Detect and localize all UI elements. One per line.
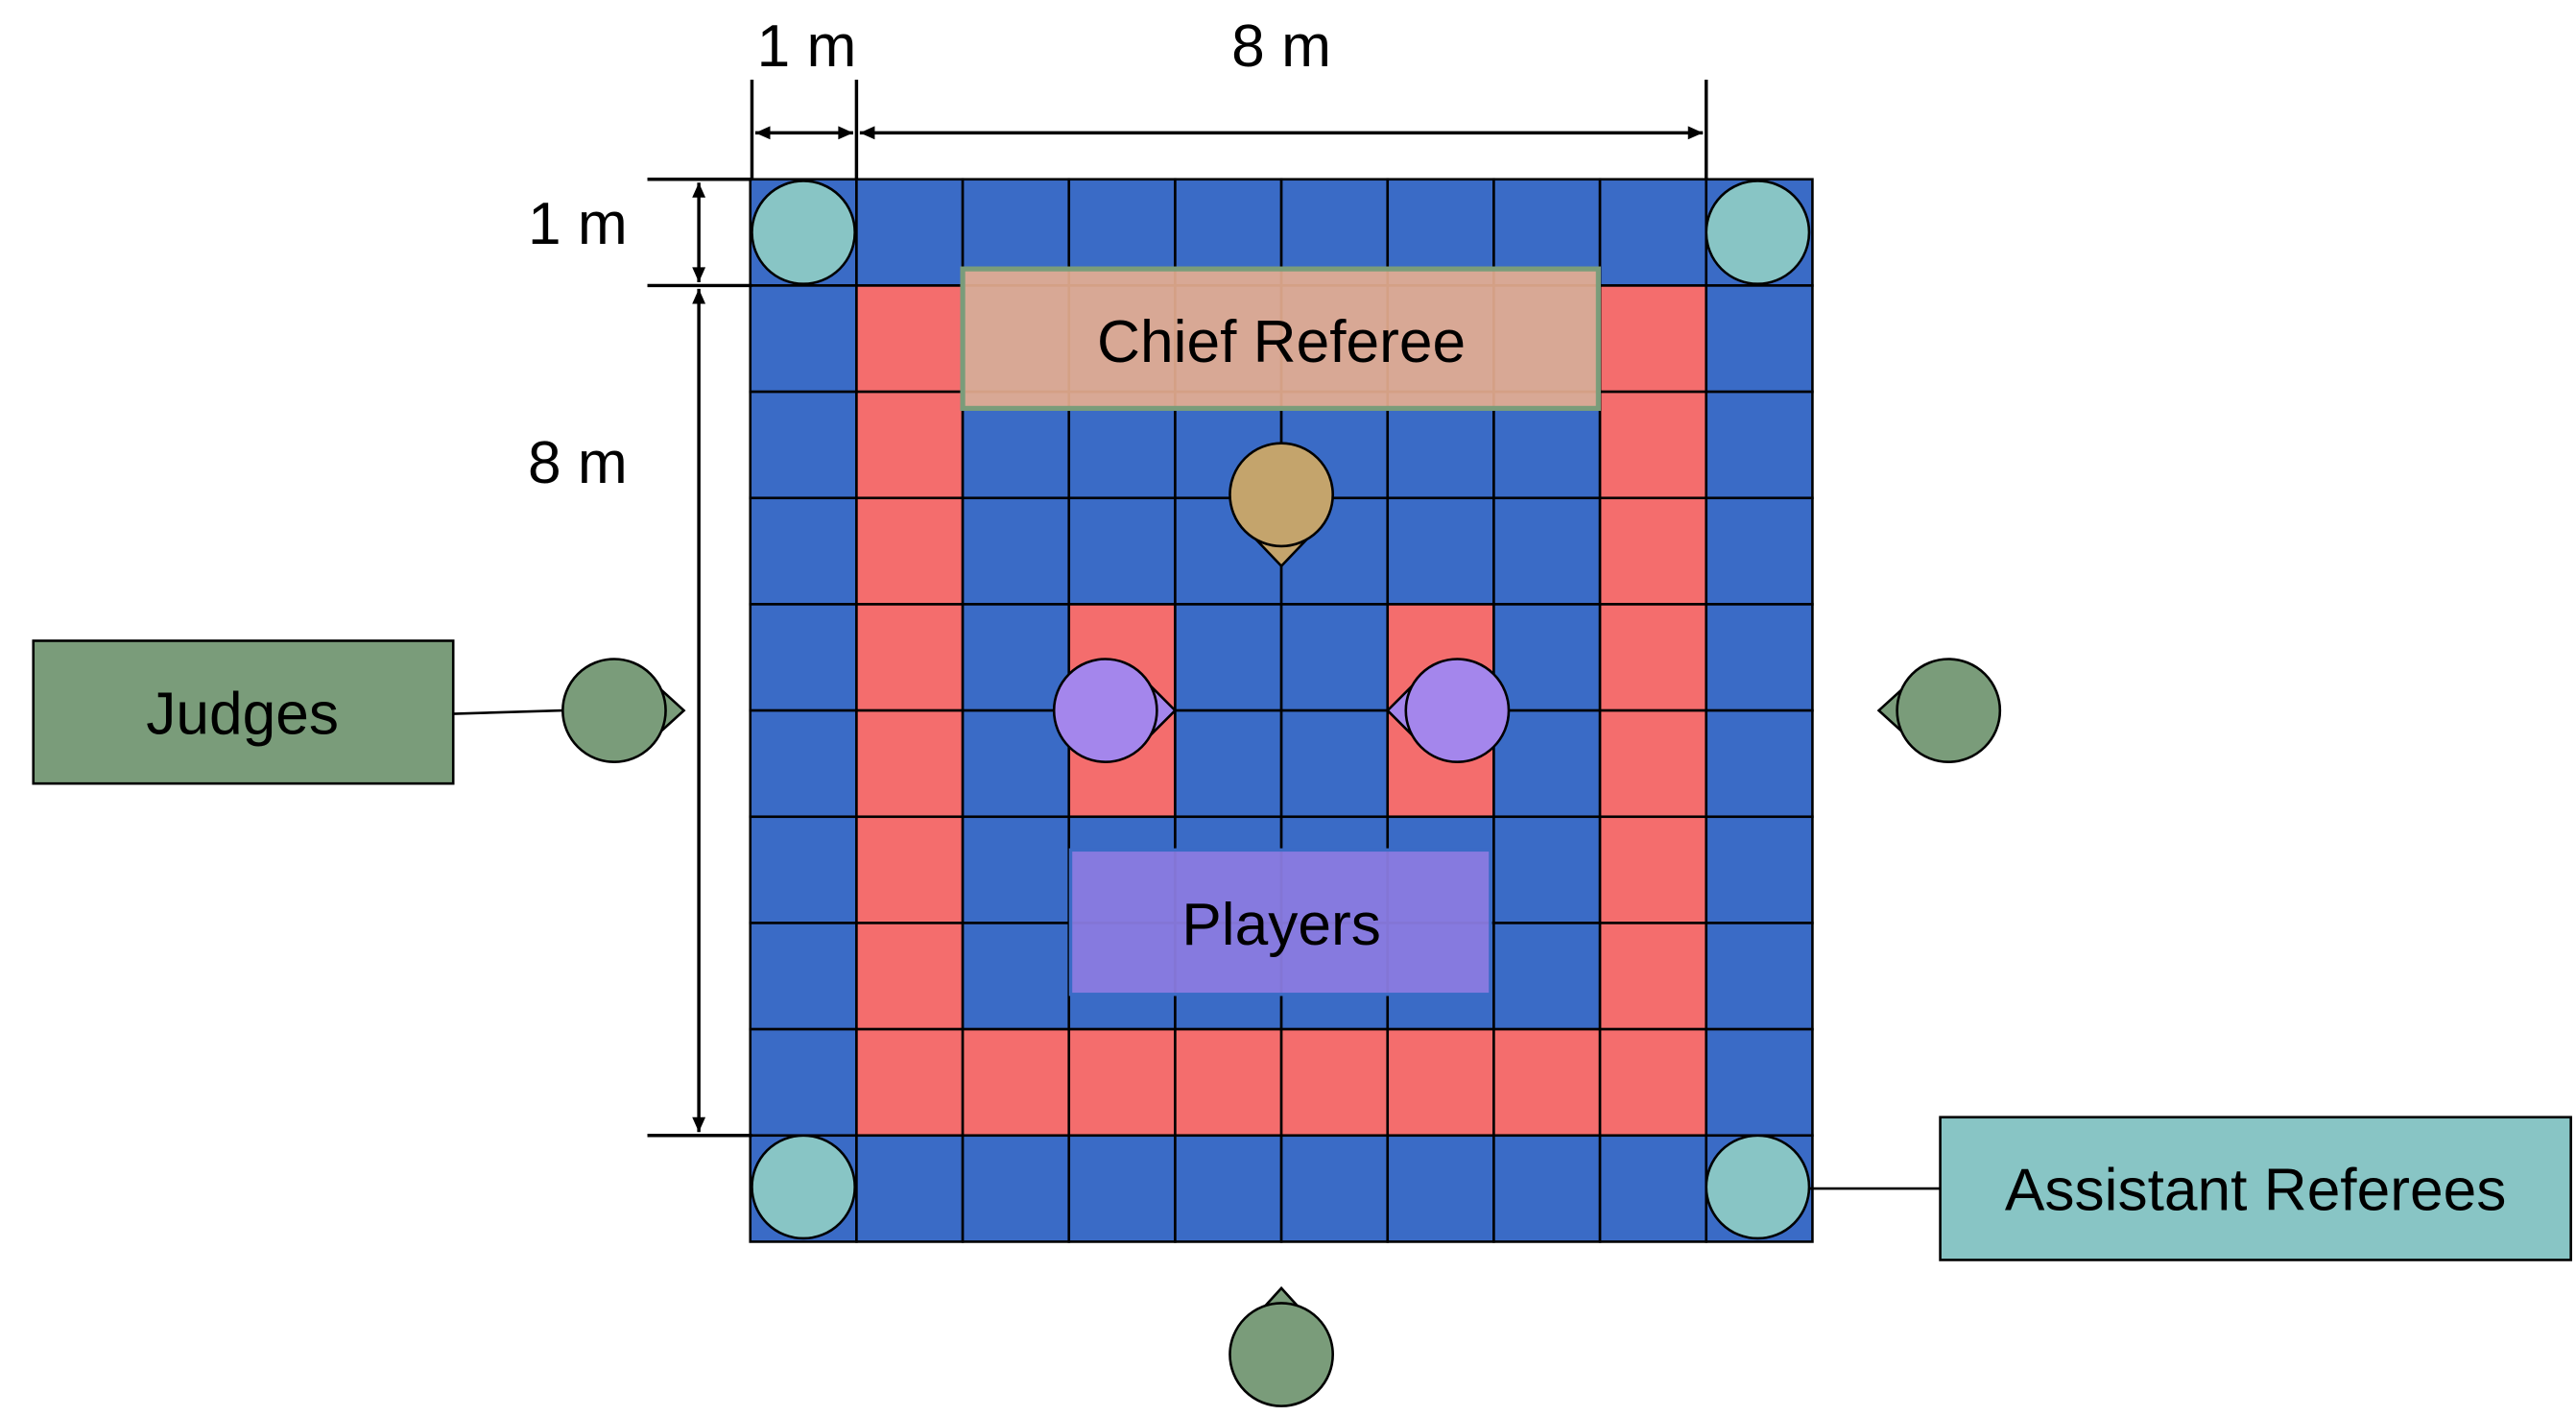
players-label: Players xyxy=(1181,892,1381,958)
mat-cell-red xyxy=(855,815,965,924)
dimension-top-small: 1 m xyxy=(757,13,857,80)
mat-cell-blue xyxy=(1174,603,1283,712)
mat-cell-blue xyxy=(855,1134,965,1243)
assistant-referee-markers xyxy=(751,180,1811,1240)
chief-referee-zone: Chief Referee xyxy=(960,266,1601,411)
judges-callout: Judges xyxy=(32,639,563,785)
mat-cell-blue xyxy=(749,284,858,394)
mat-cell-blue xyxy=(1174,1134,1283,1243)
assistant-referee-bottom-left xyxy=(751,1134,856,1240)
mat-cell-blue xyxy=(1492,603,1602,712)
player-marker-left xyxy=(1052,658,1178,763)
mat-cell-red xyxy=(1598,284,1708,394)
mat-cell-blue xyxy=(749,390,858,500)
mat-cell-red xyxy=(855,922,965,1031)
players-box xyxy=(1068,848,1492,996)
mat-cell-blue xyxy=(1279,1134,1390,1243)
mat-cell-blue xyxy=(1492,708,1602,819)
mat-cell-red xyxy=(1598,1027,1708,1138)
judges-label-box xyxy=(32,639,455,785)
mat-cell-blue xyxy=(749,922,858,1031)
chief-referee-label: Chief Referee xyxy=(1097,309,1466,375)
judges-label: Judges xyxy=(146,681,339,747)
dimension-lines xyxy=(647,80,1708,1138)
mat-cell-blue xyxy=(961,815,1071,924)
mat-cell-red xyxy=(855,284,965,394)
mat-cell-blue xyxy=(961,1134,1071,1243)
assistant-referees-label: Assistant Referees xyxy=(2005,1158,2506,1224)
mat-cell-red xyxy=(855,390,965,500)
mat-cell-blue xyxy=(1705,1027,1814,1138)
mat-cell-red xyxy=(1492,1027,1602,1138)
mat-cell-blue xyxy=(749,708,858,819)
mat-cell-red xyxy=(1598,815,1708,924)
mat-cell-blue xyxy=(749,496,858,606)
assistant-referees-callout: Assistant Referees xyxy=(1808,1116,2572,1261)
mat-cell-blue xyxy=(961,496,1071,606)
mat-cell-red xyxy=(1598,708,1708,819)
mat-cell-blue xyxy=(1492,922,1602,1031)
mat-cell-blue xyxy=(1492,1134,1602,1243)
mat-cell-blue xyxy=(1705,390,1814,500)
players-zone: Players xyxy=(1068,848,1492,996)
mat-cell-blue xyxy=(1279,708,1390,819)
judge-bottom xyxy=(1228,1285,1334,1407)
chief-referee-box xyxy=(960,266,1601,411)
mat-cell-red xyxy=(1174,1027,1283,1138)
mat-cell-red xyxy=(855,1027,965,1138)
mat-cell-red xyxy=(855,708,965,819)
mat-cell-blue xyxy=(1598,1134,1708,1243)
mat-cell-blue xyxy=(961,708,1071,819)
dimension-top-large: 8 m xyxy=(1231,13,1331,80)
mat-cell-blue xyxy=(1705,603,1814,712)
chief-referee-marker xyxy=(1228,442,1334,568)
mat-cell-blue xyxy=(961,603,1071,712)
mat-cell-blue xyxy=(1705,284,1814,394)
mat-cell-red xyxy=(1279,1027,1390,1138)
mat-cell-blue xyxy=(1386,496,1495,606)
mat-cell-blue xyxy=(749,603,858,712)
dimension-side-large: 8 m xyxy=(528,430,628,496)
mat-cell-red xyxy=(1067,1027,1177,1138)
mat-cell-red xyxy=(855,603,965,712)
mat-cell-blue xyxy=(961,922,1071,1031)
dimension-arrowheads xyxy=(692,126,1704,1133)
mat-cell-blue xyxy=(1705,708,1814,819)
mat-cell-red xyxy=(1598,603,1708,712)
mat-cell-red xyxy=(961,1027,1071,1138)
mat-cell-blue xyxy=(1067,496,1177,606)
mat-cell-blue xyxy=(1386,1134,1495,1243)
mat-cell-blue xyxy=(749,1027,858,1138)
mat-cell-blue xyxy=(749,815,858,924)
judge-right xyxy=(1876,658,2002,763)
mat-cell-red xyxy=(1598,496,1708,606)
mat-cell-red xyxy=(855,496,965,606)
mat-cell-blue xyxy=(1705,815,1814,924)
assistant-referee-top-right xyxy=(1705,180,1811,285)
judge-left xyxy=(561,658,686,763)
mat-cell-blue xyxy=(1492,496,1602,606)
assistant-referee-bottom-right xyxy=(1705,1134,1811,1240)
assistant-referees-label-box xyxy=(1939,1116,2572,1261)
player-marker-right xyxy=(1385,658,1511,763)
mat-cell-blue xyxy=(1067,1134,1177,1243)
mat-cell-red xyxy=(1598,390,1708,500)
mat-cell-blue xyxy=(855,178,965,287)
mat-cell-blue xyxy=(1279,603,1390,712)
mat-cell-red xyxy=(1598,922,1708,1031)
mat-cell-blue xyxy=(1598,178,1708,287)
mat-cell-red xyxy=(1386,1027,1495,1138)
mat-cell-blue xyxy=(1705,496,1814,606)
assistant-referee-top-left xyxy=(751,180,856,285)
dimension-side-small: 1 m xyxy=(528,191,628,257)
mat-cell-blue xyxy=(1174,708,1283,819)
mat-cell-blue xyxy=(1492,815,1602,924)
mat-cell-blue xyxy=(1705,922,1814,1031)
